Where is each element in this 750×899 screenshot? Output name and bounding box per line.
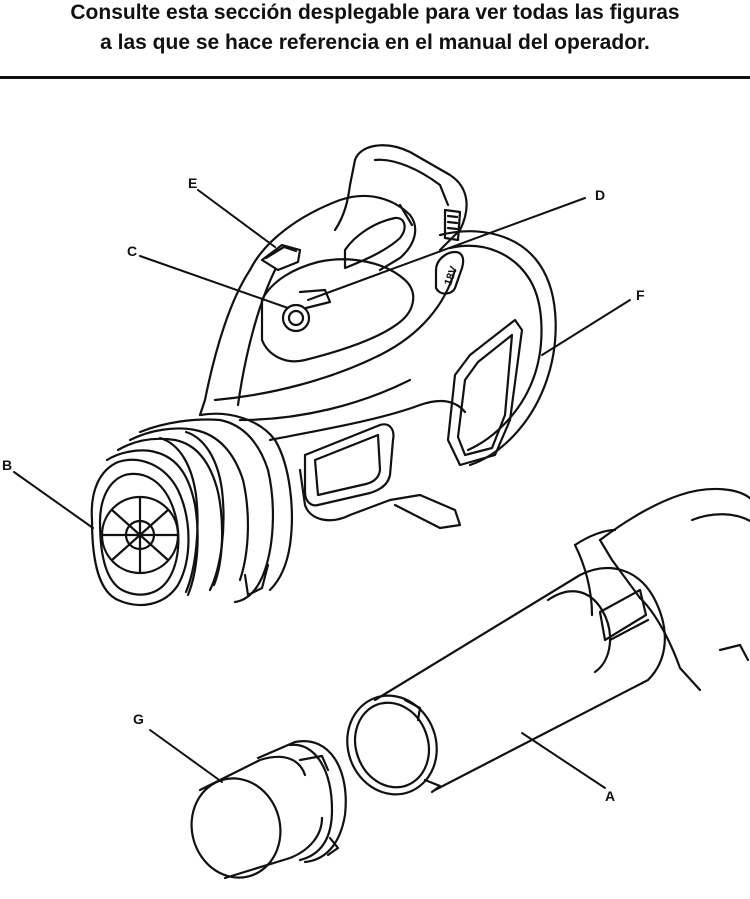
leader-f <box>541 299 631 356</box>
leader-g <box>149 729 223 783</box>
blower-body <box>90 144 557 607</box>
header-line-2: a las que se hace referencia en el manua… <box>100 31 650 54</box>
callout-leaders <box>13 189 631 789</box>
header-divider <box>0 76 750 79</box>
battery-voltage-badge: 18V <box>442 264 460 287</box>
header-line-1: Consulte esta sección desplegable para v… <box>70 1 680 24</box>
callout-b: B <box>2 457 12 473</box>
leader-c <box>139 255 289 309</box>
leader-b <box>13 471 94 529</box>
callout-d: D <box>595 187 605 203</box>
blower-nozzle <box>190 740 347 880</box>
leader-a <box>521 732 606 789</box>
leader-e <box>197 189 276 248</box>
leader-d <box>307 197 586 301</box>
callout-g: G <box>133 711 144 727</box>
callout-a: A <box>605 788 615 804</box>
blower-tube <box>346 487 750 796</box>
callout-c: C <box>127 243 137 259</box>
callout-f: F <box>636 287 645 303</box>
callout-e: E <box>188 175 197 191</box>
